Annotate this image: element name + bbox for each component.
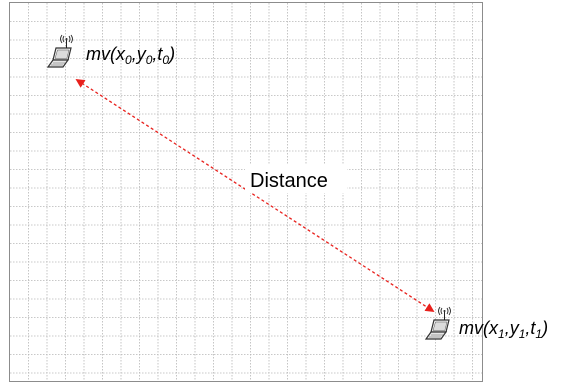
laptop-wireless-icon [425, 306, 452, 340]
laptop-wireless-icon [47, 34, 74, 68]
start-label: mv(x0,y0,t0) [86, 44, 175, 67]
end-node: mv(x1,y1,t1) [425, 306, 548, 341]
distance-label-bg [245, 165, 347, 193]
start-node: mv(x0,y0,t0) [47, 34, 175, 68]
distance-label: Distance [250, 170, 328, 192]
grid-border [9, 2, 483, 382]
distance-arrow [75, 79, 435, 312]
end-label: mv(x1,y1,t1) [459, 318, 548, 341]
